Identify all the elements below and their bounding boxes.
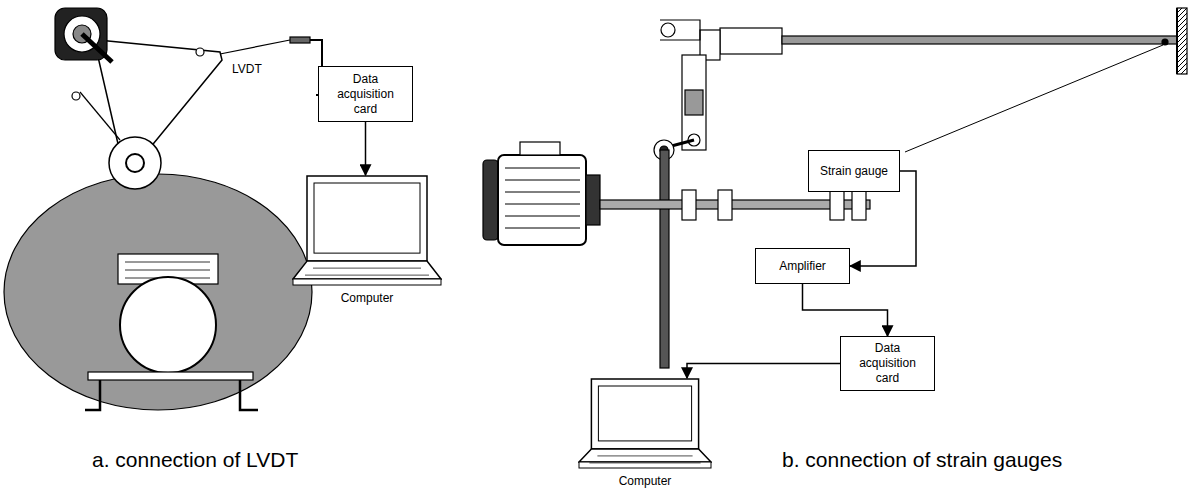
- part-label: LVDT: [232, 62, 262, 76]
- signal-arrow: [803, 284, 888, 336]
- laptop-icon: [578, 378, 712, 470]
- box-label: Amplifier: [779, 259, 826, 274]
- box-label: Data acquisition card: [325, 72, 406, 117]
- process-box: Amplifier: [755, 248, 850, 284]
- box-label: Data acquisition card: [847, 341, 928, 386]
- computer-label: Computer: [341, 291, 394, 305]
- caption-label: a. connection of LVDT: [92, 448, 298, 472]
- process-box: Data acquisition card: [840, 336, 935, 391]
- test-rig-illustration: [483, 8, 1187, 368]
- computer-node: Computer: [292, 175, 442, 305]
- process-box: Data acquisition card: [318, 66, 413, 122]
- signal-arrow: [687, 364, 840, 379]
- laptop-icon: [292, 175, 442, 287]
- computer-label: Computer: [619, 474, 672, 488]
- box-label: Strain gauge: [820, 164, 888, 179]
- process-box: Strain gauge: [808, 150, 900, 192]
- signal-arrow: [365, 122, 367, 175]
- cam-illustration: [4, 8, 322, 410]
- computer-node: Computer: [578, 378, 712, 488]
- gauge-leader: [905, 45, 1163, 152]
- caption-label: b. connection of strain gauges: [782, 448, 1062, 472]
